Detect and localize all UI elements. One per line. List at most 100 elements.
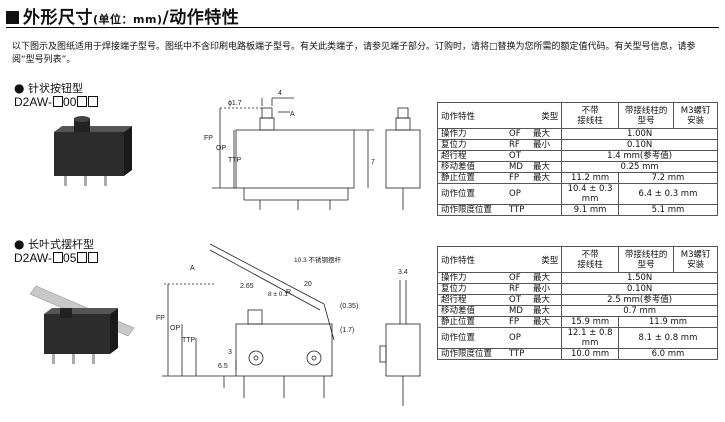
drawing-pin-plunger: ϕ1.7 4 A FP OP TTP 7 [204, 90, 421, 210]
drawing-hinge-lever: 10.3 不锈钢摆杆 20 R A 2.65 8 ± 0.1 (0.35) (1… [156, 243, 421, 406]
row-limit: 最大 [533, 162, 551, 172]
cell-value: 0.10N [561, 283, 718, 295]
row-abbr: RF [509, 284, 520, 294]
model-prefix: D2AW- [14, 95, 53, 109]
title-square-icon [6, 11, 19, 24]
col1-line2: 接线柱 [577, 115, 603, 126]
dim-fp: FP [204, 135, 213, 142]
bullet-icon: ● [14, 237, 25, 251]
dim-a: A [190, 265, 195, 272]
placeholder-box-icon [77, 96, 88, 107]
col2-line1: 带接线柱的 [624, 105, 668, 116]
photo-pin-plunger-switch [54, 116, 132, 186]
title-rest: /动作特性 [162, 8, 240, 28]
row-abbr: OT [509, 151, 521, 161]
table-row: 超行程 OT 1.4 mm(参考值) [436, 150, 718, 162]
col-header-no-terminal: 不带接线柱 [561, 102, 619, 129]
placeholder-box-icon [53, 252, 64, 263]
dim-d8: 8 ± 0.1 [268, 291, 288, 298]
section-title-text: 针状按钮型 [27, 82, 83, 95]
row-name: 复位力 [441, 284, 467, 294]
dim-d3: 3 [228, 349, 232, 356]
dim-d2: 4 [278, 90, 282, 97]
cell-value: 6.0 mm [617, 348, 719, 360]
dim-d035: (0.35) [340, 303, 358, 310]
col3-line2: 安装 [687, 115, 705, 126]
dim-d34: 3.4 [398, 269, 408, 276]
section-title-text: 长叶式摆杆型 [27, 238, 94, 251]
header-type: 类型 [541, 112, 559, 122]
cell-value: 0.10N [561, 139, 718, 151]
row-limit: 最大 [533, 317, 551, 327]
model-mid: 00 [63, 95, 77, 109]
cell-value: 10.4 ± 0.3 mm [561, 183, 619, 205]
section-pin-plunger-title: ● 针状按钮型 [14, 80, 83, 96]
col-header-m3: M3螺钉安装 [673, 102, 718, 129]
row-name: 操作力 [441, 129, 467, 139]
row-name: 超行程 [441, 151, 467, 161]
dim-d265: 2.65 [240, 283, 254, 290]
row-name: 超行程 [441, 295, 467, 305]
cell-value: 1.4 mm(参考值) [561, 150, 718, 162]
row-abbr: MD [509, 306, 523, 316]
col3-line1: M3螺钉 [680, 105, 711, 116]
col-header-terminal: 带接线柱的型号 [617, 102, 675, 129]
header-char: 动作特性 [441, 256, 476, 266]
row-limit: 最小 [533, 140, 551, 150]
row-abbr: MD [509, 162, 523, 172]
row-label: 超行程 OT [436, 150, 563, 162]
row-abbr: RF [509, 140, 520, 150]
row-abbr: FP [509, 173, 520, 183]
dim-ttp: TTP [182, 337, 196, 344]
cell-value: 6.4 ± 0.3 mm [617, 183, 719, 205]
col3-line2: 安装 [687, 259, 705, 270]
cell-value: 10.0 mm [561, 348, 619, 360]
cell-value: 9.1 mm [561, 204, 619, 216]
placeholder-box-icon [53, 96, 64, 107]
header-type: 类型 [541, 256, 559, 266]
row-label: 复位力 RF 最小 [436, 283, 563, 295]
row-abbr: OP [509, 333, 521, 343]
cell-value: 7.2 mm [617, 172, 719, 184]
cell-value: 5.1 mm [617, 204, 719, 216]
row-name: 动作限度位置 [441, 349, 493, 359]
row-name: 移动差值 [441, 162, 476, 172]
dim-op: OP [216, 145, 226, 152]
row-limit: 最小 [533, 284, 551, 294]
dim-fp: FP [156, 315, 165, 322]
model-code-hinge-lever: D2AW- 05 [14, 251, 99, 265]
table-header-cell: 动作特性 类型 [436, 246, 563, 273]
cell-value: 12.1 ± 0.8 mm [561, 327, 619, 349]
row-name: 动作位置 [441, 189, 476, 199]
row-label: 移动差值 MD 最大 [436, 161, 563, 173]
col2-line2: 型号 [637, 259, 655, 270]
model-mid: 05 [63, 251, 77, 265]
photo-hinge-lever-switch [30, 285, 135, 364]
row-limit: 最大 [533, 129, 551, 139]
model-prefix: D2AW- [14, 251, 53, 265]
dim-d17: (1.7) [340, 327, 354, 334]
row-name: 静止位置 [441, 173, 476, 183]
dim-d65: 6.5 [218, 363, 228, 370]
col1-line1: 不带 [581, 249, 599, 260]
row-name: 静止位置 [441, 317, 476, 327]
cell-value: 11.2 mm [561, 172, 619, 184]
